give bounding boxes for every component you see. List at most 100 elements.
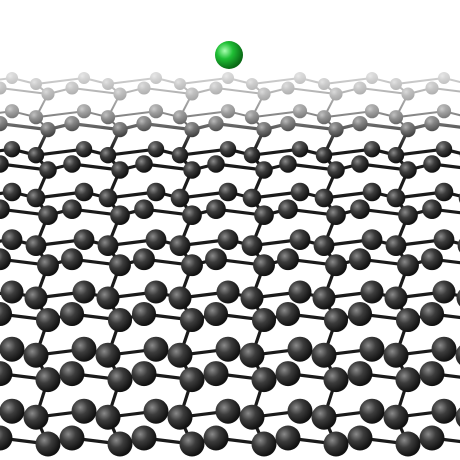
carbon-atom (74, 182, 94, 202)
carbon-atom (360, 280, 384, 304)
carbon-atom (0, 280, 24, 304)
carbon-atom (35, 367, 61, 393)
carbon-atom (216, 280, 240, 304)
carbon-atom (277, 248, 299, 271)
carbon-atom (27, 147, 45, 164)
carbon-atom (254, 205, 274, 226)
carbon-atom (311, 342, 337, 368)
carbon-atom (456, 289, 460, 307)
carbon-atom (431, 398, 457, 424)
carbon-atom (107, 367, 133, 393)
carbon-atom (71, 336, 97, 362)
carbon-atom (315, 147, 333, 164)
carbon-atom (279, 155, 297, 173)
carbon-atom (251, 307, 277, 333)
carbon-atom (323, 367, 349, 393)
carbon-atom (434, 182, 454, 202)
carbon-atom (59, 425, 85, 451)
carbon-atom (251, 367, 277, 393)
carbon-atom (144, 280, 168, 304)
carbon-atom (240, 286, 264, 310)
carbon-atom (275, 301, 301, 327)
carbon-atom (398, 205, 418, 226)
carbon-atom (179, 307, 205, 333)
carbon-atom (62, 199, 82, 220)
carbon-atom (109, 254, 131, 277)
carbon-atom (170, 188, 190, 208)
carbon-atom (311, 404, 337, 430)
carbon-atom (0, 398, 25, 424)
carbon-atom (183, 161, 201, 179)
carbon-atom (326, 205, 346, 226)
carbon-atom (203, 361, 229, 387)
carbon-atom (383, 342, 409, 368)
carbon-atom (397, 254, 419, 277)
carbon-atom (96, 286, 120, 310)
carbon-atom (323, 431, 349, 457)
carbon-atom (251, 431, 277, 457)
carbon-atom (288, 280, 312, 304)
carbon-atom (73, 229, 95, 251)
carbon-atom (205, 248, 227, 271)
carbon-atom (167, 404, 193, 430)
carbon-atom (215, 398, 241, 424)
carbon-atom (0, 199, 10, 220)
carbon-atom (399, 161, 417, 179)
carbon-atom (107, 431, 133, 457)
carbon-atom (433, 229, 455, 251)
carbon-atom (23, 342, 49, 368)
carbon-atom (239, 342, 265, 368)
carbon-atom (457, 238, 460, 253)
carbon-atom (97, 235, 119, 256)
carbon-atom (1, 229, 23, 251)
carbon-atom (327, 161, 345, 179)
carbon-atom (350, 199, 370, 220)
carbon-atom (35, 307, 61, 333)
carbon-atom (131, 361, 157, 387)
carbon-atom (179, 367, 205, 393)
carbon-atom (455, 345, 460, 365)
carbon-atom (107, 307, 133, 333)
carbon-atom (145, 229, 167, 251)
carbon-atom (0, 361, 13, 387)
carbon-atom (432, 280, 456, 304)
carbon-atom (431, 336, 457, 362)
carbon-atom (203, 425, 229, 451)
carbon-atom (110, 205, 130, 226)
carbon-atom (242, 188, 262, 208)
carbon-atom (95, 404, 121, 430)
carbon-atom (0, 248, 11, 271)
carbon-atom (134, 199, 154, 220)
adatom-green-sphere (215, 41, 243, 69)
carbon-atom (171, 147, 189, 164)
carbon-atom (133, 248, 155, 271)
carbon-atom (395, 307, 421, 333)
carbon-atom (98, 188, 118, 208)
carbon-atom (143, 336, 169, 362)
carbon-atom (241, 235, 263, 256)
carbon-atom (59, 361, 85, 387)
carbon-atom (168, 286, 192, 310)
carbon-atom (206, 199, 226, 220)
carbon-atom (422, 199, 442, 220)
carbon-atom (131, 301, 157, 327)
carbon-atom (179, 431, 205, 457)
carbon-atom (313, 235, 335, 256)
carbon-atom (61, 248, 83, 271)
carbon-atom (275, 425, 301, 451)
carbon-atom (135, 155, 153, 173)
carbon-atom (24, 286, 48, 310)
carbon-atom (419, 425, 445, 451)
carbon-atom (278, 199, 298, 220)
carbon-atom (395, 431, 421, 457)
carbon-atom (99, 147, 117, 164)
carbon-atom (347, 361, 373, 387)
carbon-atom (455, 407, 460, 427)
carbon-atom (215, 336, 241, 362)
carbon-atom (419, 301, 445, 327)
carbon-atom (23, 404, 49, 430)
carbon-atom (384, 286, 408, 310)
carbon-atom (361, 229, 383, 251)
carbon-atom (182, 205, 202, 226)
carbon-atom (312, 286, 336, 310)
